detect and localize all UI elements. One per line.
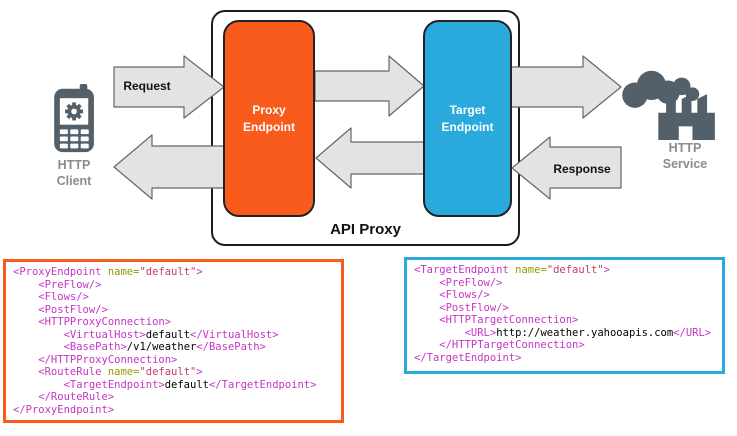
http-service-label: HTTP Service [662,141,708,171]
api-proxy-label: API Proxy [330,221,401,238]
code-line: <Flows/> [13,291,89,303]
code-line: <ProxyEndpoint name="default"> [13,266,203,278]
flow-arrows [113,55,622,200]
keypad [59,129,89,149]
code-line: <TargetEndpoint>default</TargetEndpoint> [13,378,317,391]
target-endpoint-code: <TargetEndpoint name="default"> <PreFlow… [404,257,725,374]
code-line: <TargetEndpoint name="default"> [414,264,610,276]
response-arrow [511,136,622,200]
mobile-phone-icon [54,84,94,153]
proxy-to-target-arrow [314,55,425,117]
target-to-proxy-arrow [315,127,425,189]
proxy-endpoint-box: Proxy Endpoint [223,20,315,217]
http-client-label: HTTP Client [56,158,92,188]
code-line: <RouteRule name="default"> [13,366,203,378]
target-endpoint-box: Target Endpoint [423,20,512,217]
code-line: </TargetEndpoint> [414,351,522,364]
request-arrow [113,55,225,119]
code-line: <Flows/> [414,289,490,301]
target-to-service-arrow [510,55,622,119]
proxy-endpoint-code: <ProxyEndpoint name="default"> <PreFlow/… [3,259,344,423]
code-line: </HTTPProxyConnection> [13,353,178,366]
code-line: <URL>http://weather.yahooapis.com</URL> [414,326,712,339]
code-line: <PostFlow/> [414,301,509,314]
target-endpoint-label: Target Endpoint [441,103,494,134]
response-label: Response [553,162,611,176]
request-label: Request [123,79,171,93]
code-line: <PostFlow/> [13,303,108,316]
code-line: </ProxyEndpoint> [13,403,115,416]
code-line: <PreFlow/> [414,276,503,289]
proxy-to-client-arrow [113,134,225,200]
code-line: <BasePath>/v1/weather</BasePath> [13,341,266,353]
factory-icon [622,70,715,140]
code-line: </HTTPTargetConnection> [414,339,585,351]
code-line: <VirtualHost>default</VirtualHost> [13,328,279,341]
code-line: </RouteRule> [13,391,115,403]
code-line: <PreFlow/> [13,278,102,291]
code-line: <HTTPTargetConnection> [414,314,579,326]
proxy-endpoint-label: Proxy Endpoint [243,103,295,134]
gear-icon [65,102,84,121]
code-line: <HTTPProxyConnection> [13,316,172,328]
